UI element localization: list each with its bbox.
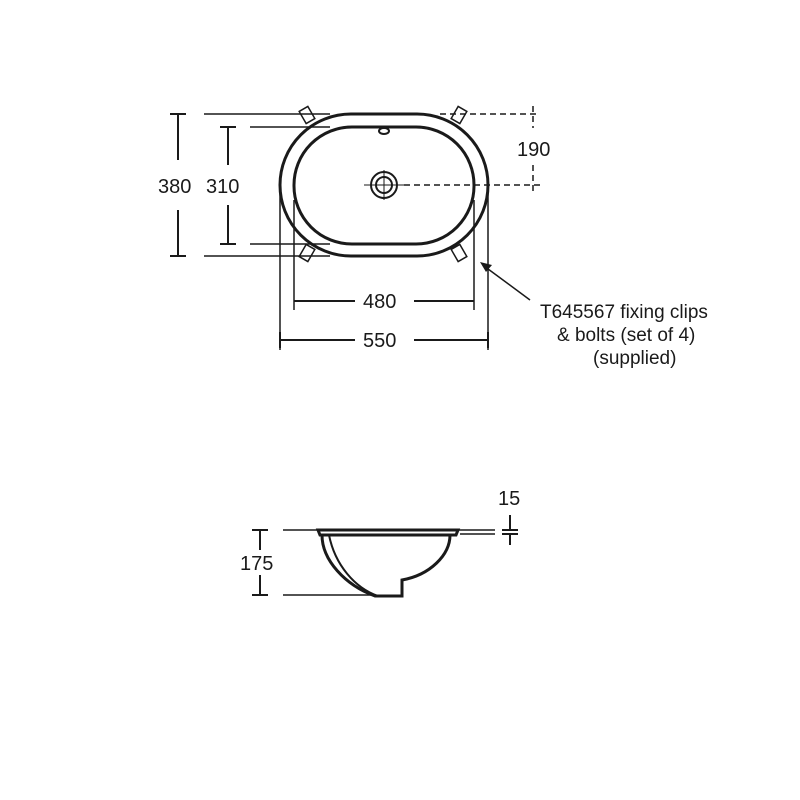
dim-height: 175 — [240, 553, 273, 575]
note-line-2: & bolts (set of 4) — [557, 325, 695, 346]
fixing-clips — [298, 105, 468, 263]
arrow-head-icon — [480, 262, 492, 272]
leader-line — [483, 265, 531, 301]
dim-overall-width: 550 — [363, 330, 396, 352]
dim-bowl-width: 480 — [363, 291, 396, 313]
overflow-hole — [378, 127, 390, 135]
note-line-3: (supplied) — [593, 348, 676, 369]
dim-bowl-depth: 310 — [206, 176, 239, 198]
plan-view — [170, 105, 540, 350]
side-view — [252, 515, 518, 598]
dim-waste-offset: 190 — [517, 139, 550, 161]
dim-overall-depth: 380 — [158, 176, 191, 198]
dim-rim-thickness: 15 — [498, 488, 520, 510]
note-line-1: T645567 fixing clips — [540, 302, 708, 323]
basin-profile — [315, 528, 461, 598]
